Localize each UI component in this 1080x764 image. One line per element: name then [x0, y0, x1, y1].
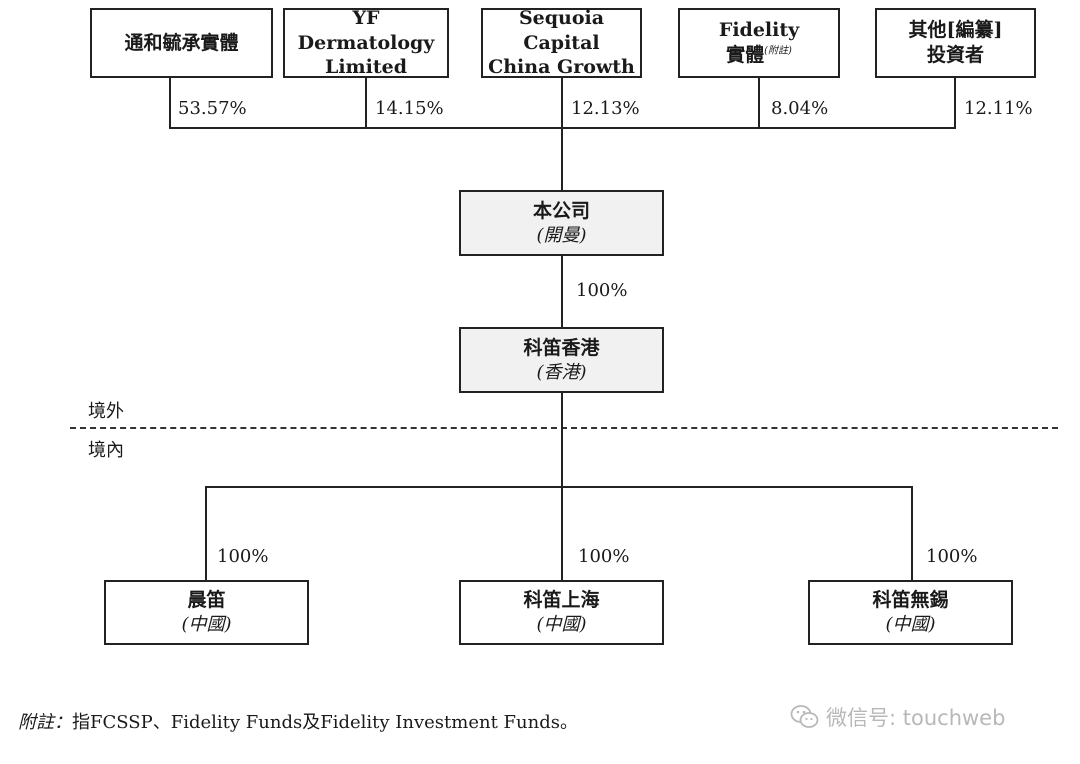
- ownership-percentage: 14.15%: [375, 98, 444, 119]
- shareholder-name: YF Dermatology: [297, 6, 435, 54]
- prc-subsidiary-box: 晨笛 (中國): [104, 580, 309, 645]
- wechat-icon: [790, 705, 819, 728]
- subsidiary-name: 科笛無錫: [872, 589, 949, 612]
- ownership-percentage: 53.57%: [178, 98, 247, 119]
- note-marker: (附註): [764, 45, 792, 57]
- company-jurisdiction: (開曼): [536, 224, 587, 246]
- shareholder-box-2: YF Dermatology Limited: [283, 6, 449, 79]
- connector: [911, 486, 913, 580]
- shareholder-box-4: Fidelity 實體(附註): [678, 8, 840, 78]
- shareholder-box-1: 通和毓承實體: [90, 8, 273, 78]
- ownership-percentage: 12.11%: [964, 98, 1033, 119]
- shareholder-name-line2: 投資者: [926, 44, 984, 66]
- ownership-percentage: 8.04%: [771, 98, 829, 119]
- connector: [758, 78, 760, 129]
- onshore-label: 境內: [88, 440, 124, 461]
- shareholder-name: 通和毓承實體: [124, 31, 239, 54]
- subsidiary-name: 晨笛: [187, 589, 226, 612]
- subsidiary-name: 科笛上海: [523, 589, 600, 612]
- footnote-lead: 附註：: [18, 712, 72, 733]
- ownership-percentage: 100%: [926, 546, 978, 567]
- shareholder-name: Sequoia Capital: [518, 6, 605, 54]
- connector: [954, 78, 956, 129]
- connector: [169, 127, 956, 129]
- subsidiary-jurisdiction: (中國): [181, 614, 232, 636]
- company-box: 本公司 (開曼): [459, 190, 664, 256]
- ownership-percentage: 12.13%: [571, 98, 640, 119]
- ownership-percentage: 100%: [217, 546, 269, 567]
- connector: [561, 256, 563, 327]
- subsidiary-jurisdiction: (香港): [536, 361, 587, 383]
- connector: [561, 78, 563, 190]
- ownership-percentage: 100%: [578, 546, 630, 567]
- connector: [169, 78, 171, 129]
- connector: [205, 486, 207, 580]
- connector: [365, 78, 367, 129]
- hk-subsidiary-box: 科笛香港 (香港): [459, 327, 664, 393]
- shareholder-box-5: 其他[編纂] 投資者: [875, 8, 1036, 78]
- shareholder-name-line2: China Growth: [488, 56, 635, 79]
- shareholder-box-3: Sequoia Capital China Growth: [481, 6, 642, 79]
- shareholder-name-line2: 實體(附註): [726, 44, 792, 66]
- watermark: 微信号: touchweb: [790, 702, 1005, 732]
- shareholder-name: Fidelity: [718, 19, 800, 42]
- prc-subsidiary-box: 科笛無錫 (中國): [808, 580, 1013, 645]
- company-name: 本公司: [532, 199, 590, 222]
- shareholder-name: 其他[編纂]: [908, 19, 1003, 42]
- subsidiary-name: 科笛香港: [523, 336, 600, 359]
- shareholder-name-line2: Limited: [324, 56, 408, 79]
- subsidiary-jurisdiction: (中國): [885, 614, 936, 636]
- footnote: 附註：指FCSSP、Fidelity Funds及Fidelity Invest…: [18, 708, 578, 734]
- footnote-text: 指FCSSP、Fidelity Funds及Fidelity Investmen…: [72, 712, 578, 733]
- subsidiary-jurisdiction: (中國): [536, 614, 587, 636]
- prc-subsidiary-box: 科笛上海 (中國): [459, 580, 664, 645]
- connector: [205, 486, 913, 488]
- ownership-percentage: 100%: [576, 280, 628, 301]
- region-divider: [70, 427, 1058, 429]
- watermark-text: 微信号: touchweb: [826, 706, 1006, 730]
- offshore-label: 境外: [88, 401, 124, 422]
